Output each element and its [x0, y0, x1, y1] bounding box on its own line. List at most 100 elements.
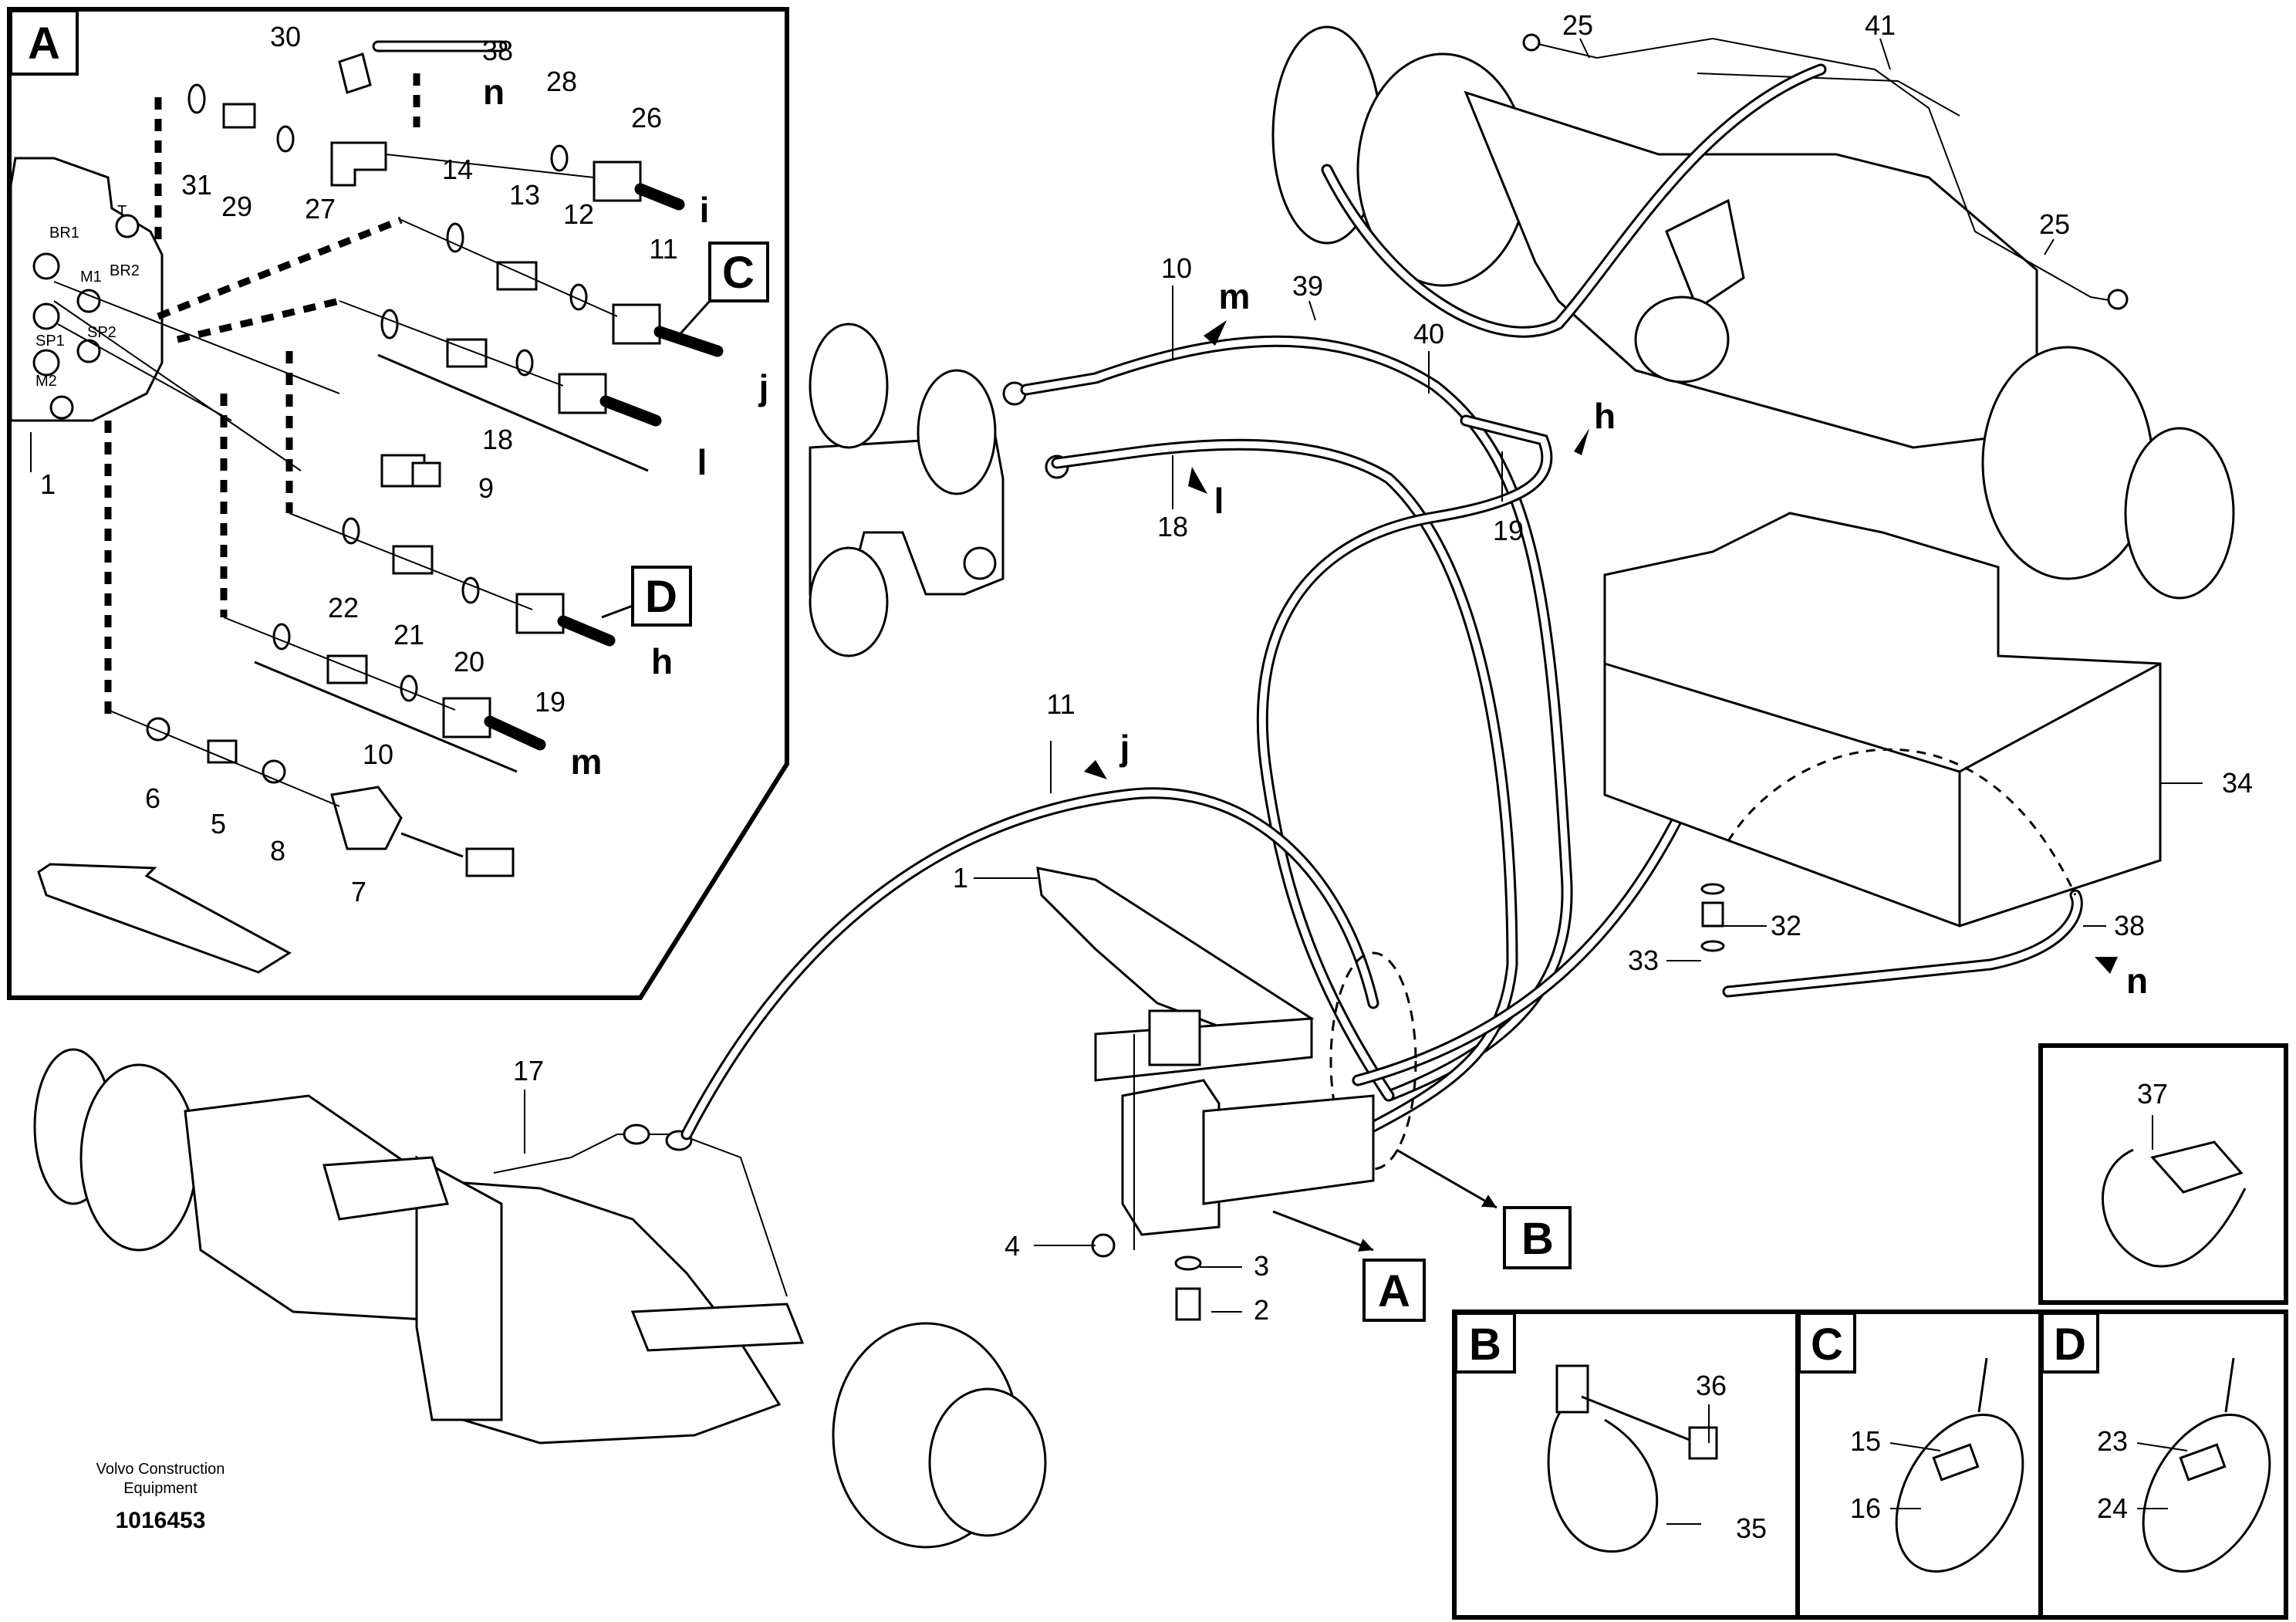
- label-36: 36: [1696, 1370, 1727, 1401]
- label-19-inset: 19: [535, 686, 566, 718]
- hose-19-inset: [557, 615, 616, 647]
- label-10: 10: [1161, 252, 1192, 284]
- tank-34: [1603, 512, 2162, 928]
- detail-c-label-box: [1798, 1312, 1856, 1374]
- label-h-inset: h: [651, 641, 673, 681]
- hose-11-core: [683, 789, 1377, 1138]
- seal-31: [187, 83, 206, 114]
- footer-drawing-number: 1016453: [116, 1508, 206, 1533]
- label-33: 33: [1628, 944, 1659, 976]
- label-l: l: [1214, 481, 1224, 521]
- hose-39-core: [1323, 66, 1825, 336]
- leader-row-10: [223, 617, 456, 711]
- label-9: 9: [478, 472, 494, 504]
- front-brake-drum-left: [79, 1063, 198, 1252]
- clamp-37: [2102, 1148, 2247, 1268]
- port-m2: [49, 395, 74, 420]
- tank-hidden-hose: [1727, 748, 2077, 896]
- clamp-37-buckle: [2150, 1140, 2244, 1194]
- label-14: 14: [442, 154, 473, 185]
- pipe-end-25b: [2107, 289, 2129, 310]
- port-m1: [32, 302, 60, 330]
- cable-tie-16: [1895, 1414, 2024, 1573]
- leader-row-switch: [107, 709, 340, 807]
- label-13: 13: [509, 179, 540, 211]
- label-4: 4: [1004, 1230, 1020, 1262]
- callout-d-box: [631, 566, 692, 627]
- label-40: 40: [1413, 318, 1444, 350]
- brake-pipe-25: [1531, 37, 2115, 302]
- sensor-9: [380, 454, 441, 488]
- union-10: [326, 654, 368, 684]
- seal-18a: [380, 309, 399, 340]
- label-17: 17: [513, 1055, 544, 1086]
- forward-direction-arrow: [37, 863, 292, 974]
- brake-pedal-valve: [1036, 867, 1375, 1321]
- hose-38-core: [1724, 891, 2081, 995]
- label-i: i: [700, 190, 710, 230]
- label-2: 2: [1254, 1294, 1269, 1326]
- pointer-m: [1204, 320, 1227, 346]
- callout-c-box: [708, 242, 769, 302]
- leader-detail-a: [1272, 1210, 1374, 1252]
- detail-d-letter: D: [2054, 1320, 2086, 1370]
- label-6: 6: [145, 782, 160, 814]
- label-25-right: 25: [2039, 208, 2070, 240]
- cable-tie-tail-d: [2224, 1357, 2235, 1413]
- label-3: 3: [1254, 1250, 1269, 1282]
- label-28: 28: [546, 66, 577, 97]
- nut-19: [515, 593, 565, 634]
- hose-18-core: [1053, 441, 1516, 1138]
- callout-b-letter: B: [1521, 1214, 1554, 1264]
- pedal-base-plate: [1094, 1017, 1313, 1082]
- detail-a-letter: A: [28, 19, 60, 69]
- hose-10-inset: [484, 715, 546, 751]
- detail-a-inset: A T BR1 M1 BR2 SP1 SP2 M2: [7, 7, 789, 1000]
- pointer-j: [1084, 760, 1107, 779]
- callout-b-box: [1503, 1206, 1572, 1269]
- hose-26-inset: [634, 183, 685, 211]
- hose-19-core: [1258, 417, 1551, 1100]
- label-29: 29: [221, 191, 252, 222]
- rear-axle-housing: [1464, 90, 2038, 449]
- clamp-35-tab: [1555, 1364, 1589, 1414]
- label-19: 19: [1493, 515, 1524, 546]
- washer-6: [146, 717, 171, 742]
- port-sp2: [76, 339, 101, 363]
- union-13: [496, 261, 538, 291]
- union-21: [392, 545, 434, 575]
- port-label-m1: M1: [80, 269, 102, 286]
- fittings-row-c: [400, 219, 724, 357]
- bolt-36-shank: [1581, 1395, 1698, 1445]
- label-m: m: [1219, 276, 1251, 316]
- port-sp1: [32, 349, 60, 377]
- rear-axle: [1271, 25, 2235, 600]
- nut-26: [593, 161, 642, 202]
- port-label-t: T: [117, 203, 127, 220]
- hose-end-pointers: [1084, 320, 2118, 974]
- callout-a-letter: A: [1378, 1266, 1410, 1316]
- leader-25b: [2044, 238, 2055, 255]
- bracket-line-10: [254, 661, 518, 773]
- detail-b-letter: B: [1469, 1320, 1501, 1370]
- label-7: 7: [351, 876, 366, 907]
- label-20: 20: [454, 646, 485, 678]
- leader-port-22: [53, 300, 302, 471]
- label-25-top: 25: [1562, 9, 1593, 41]
- label-21: 21: [393, 619, 424, 650]
- label-8: 8: [270, 835, 285, 867]
- bolt-36-head: [1688, 1426, 1718, 1460]
- label-22: 22: [328, 592, 359, 623]
- pointer-h: [1574, 428, 1589, 455]
- pointer-n: [2095, 957, 2118, 974]
- hydraulic-hoses: [680, 63, 2083, 1171]
- elbow-38: [338, 52, 372, 94]
- label-34: 34: [2222, 767, 2253, 799]
- dash-path-br1: [157, 216, 403, 320]
- port-label-m2: M2: [35, 373, 57, 390]
- detail-37-frame: [2038, 1043, 2288, 1305]
- label-15: 15: [1850, 1425, 1881, 1457]
- label-39: 39: [1292, 270, 1323, 302]
- fittings-row-upper: [187, 40, 685, 211]
